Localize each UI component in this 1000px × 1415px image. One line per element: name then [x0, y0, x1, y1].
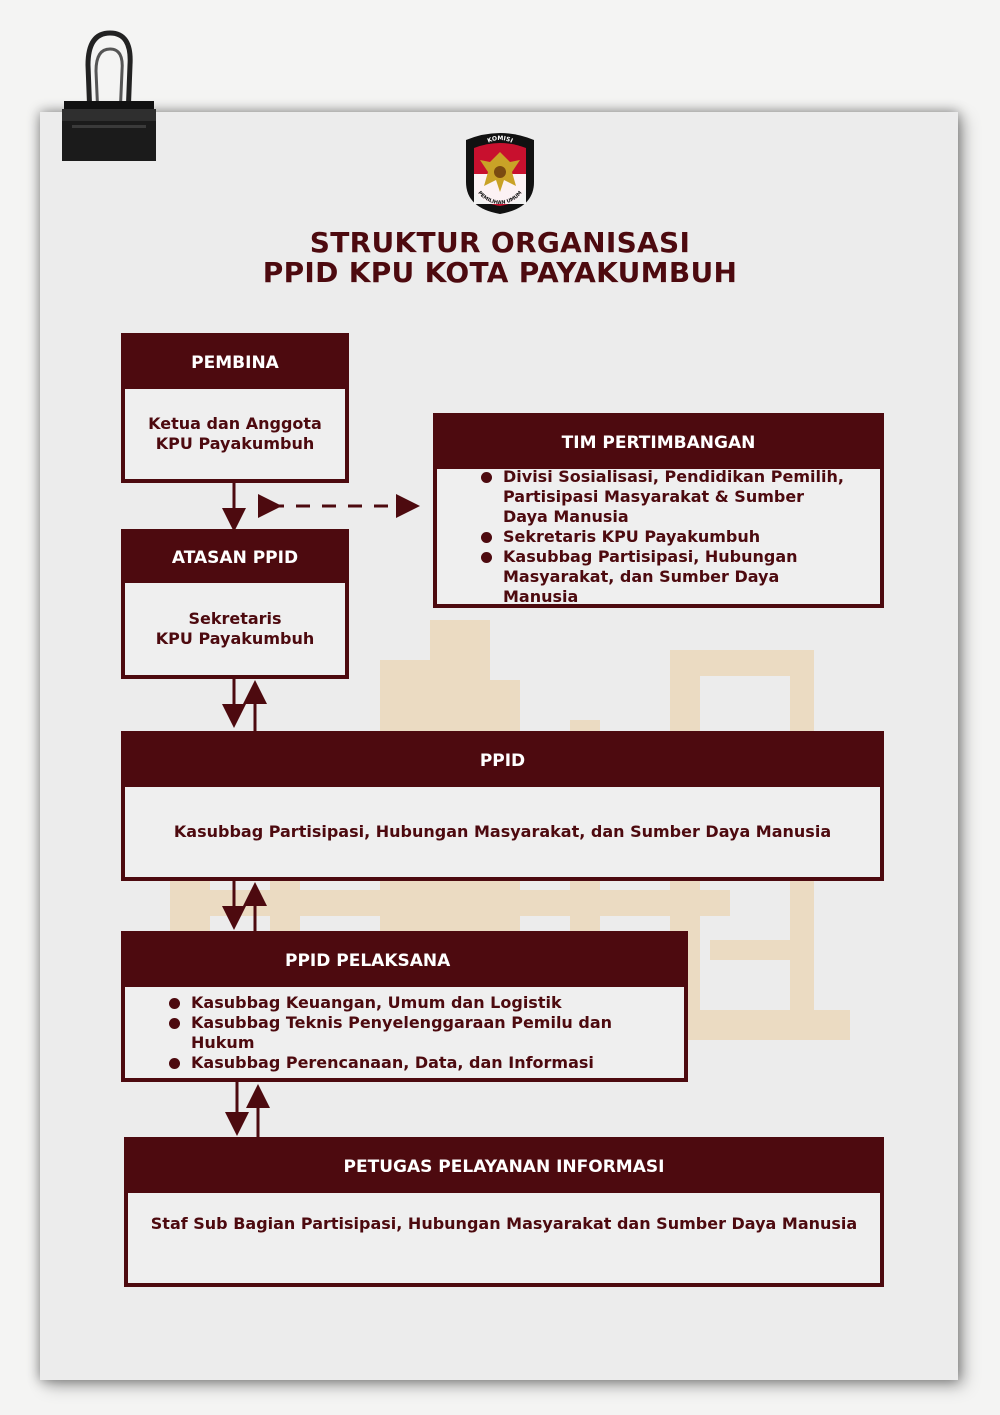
ppid-title: PPID — [125, 735, 880, 787]
atasan-ppid-title: ATASAN PPID — [125, 533, 345, 583]
list-item: Kasubbag Keuangan, Umum dan Logistik — [169, 993, 674, 1013]
tim-pertimbangan-body: Divisi Sosialisasi, Pendidikan Pemilih, … — [437, 467, 880, 607]
list-item: Divisi Sosialisasi, Pendidikan Pemilih, … — [481, 467, 854, 527]
ppid-pelaksana-box: PPID PELAKSANA Kasubbag Keuangan, Umum d… — [121, 931, 688, 1082]
logo-top-text: KOMISI — [486, 135, 513, 145]
atasan-ppid-line2: KPU Payakumbuh — [155, 629, 315, 648]
list-item: Kasubbag Perencanaan, Data, dan Informas… — [169, 1053, 674, 1073]
pembina-line1: Ketua dan Anggota — [148, 414, 322, 433]
page-title-line2: PPID KPU KOTA PAYAKUMBUH — [262, 256, 738, 289]
petugas-box: PETUGAS PELAYANAN INFORMASI Staf Sub Bag… — [124, 1137, 884, 1287]
petugas-body: Staf Sub Bagian Partisipasi, Hubungan Ma… — [150, 1214, 858, 1233]
list-item: Kasubbag Teknis Penyelenggaraan Pemilu d… — [169, 1013, 674, 1053]
list-item: Sekretaris KPU Payakumbuh — [481, 527, 854, 547]
ppid-pelaksana-title: PPID PELAKSANA — [125, 935, 684, 987]
tim-pertimbangan-list: Divisi Sosialisasi, Pendidikan Pemilih, … — [481, 467, 854, 607]
kpu-logo-icon: KOMISI PEMILIHAN UMUM — [466, 133, 534, 214]
pembina-title: PEMBINA — [125, 337, 345, 389]
ppid-body: Kasubbag Partisipasi, Hubungan Masyaraka… — [173, 822, 832, 841]
tim-pertimbangan-box: TIM PERTIMBANGAN Divisi Sosialisasi, Pen… — [433, 413, 884, 608]
tim-pertimbangan-title: TIM PERTIMBANGAN — [437, 417, 880, 469]
ppid-pelaksana-list: Kasubbag Keuangan, Umum dan Logistik Kas… — [169, 993, 674, 1073]
pembina-line2: KPU Payakumbuh — [155, 434, 315, 453]
binder-clip-icon — [62, 30, 156, 161]
ppid-pelaksana-body: Kasubbag Keuangan, Umum dan Logistik Kas… — [125, 987, 684, 1078]
atasan-ppid-box: ATASAN PPID Sekretaris KPU Payakumbuh — [121, 529, 349, 679]
atasan-ppid-line1: Sekretaris — [188, 609, 282, 628]
atasan-ppid-body: Sekretaris KPU Payakumbuh — [125, 583, 345, 675]
petugas-title: PETUGAS PELAYANAN INFORMASI — [128, 1141, 880, 1193]
pembina-box: PEMBINA Ketua dan Anggota KPU Payakumbuh — [121, 333, 349, 483]
ppid-box: PPID Kasubbag Partisipasi, Hubungan Masy… — [121, 731, 884, 881]
pembina-body: Ketua dan Anggota KPU Payakumbuh — [125, 389, 345, 479]
svg-text:KOMISI: KOMISI — [486, 135, 513, 145]
list-item: Kasubbag Partisipasi, Hubungan Masyaraka… — [481, 547, 854, 607]
page-title-line1: STRUKTUR ORGANISASI — [309, 226, 691, 259]
